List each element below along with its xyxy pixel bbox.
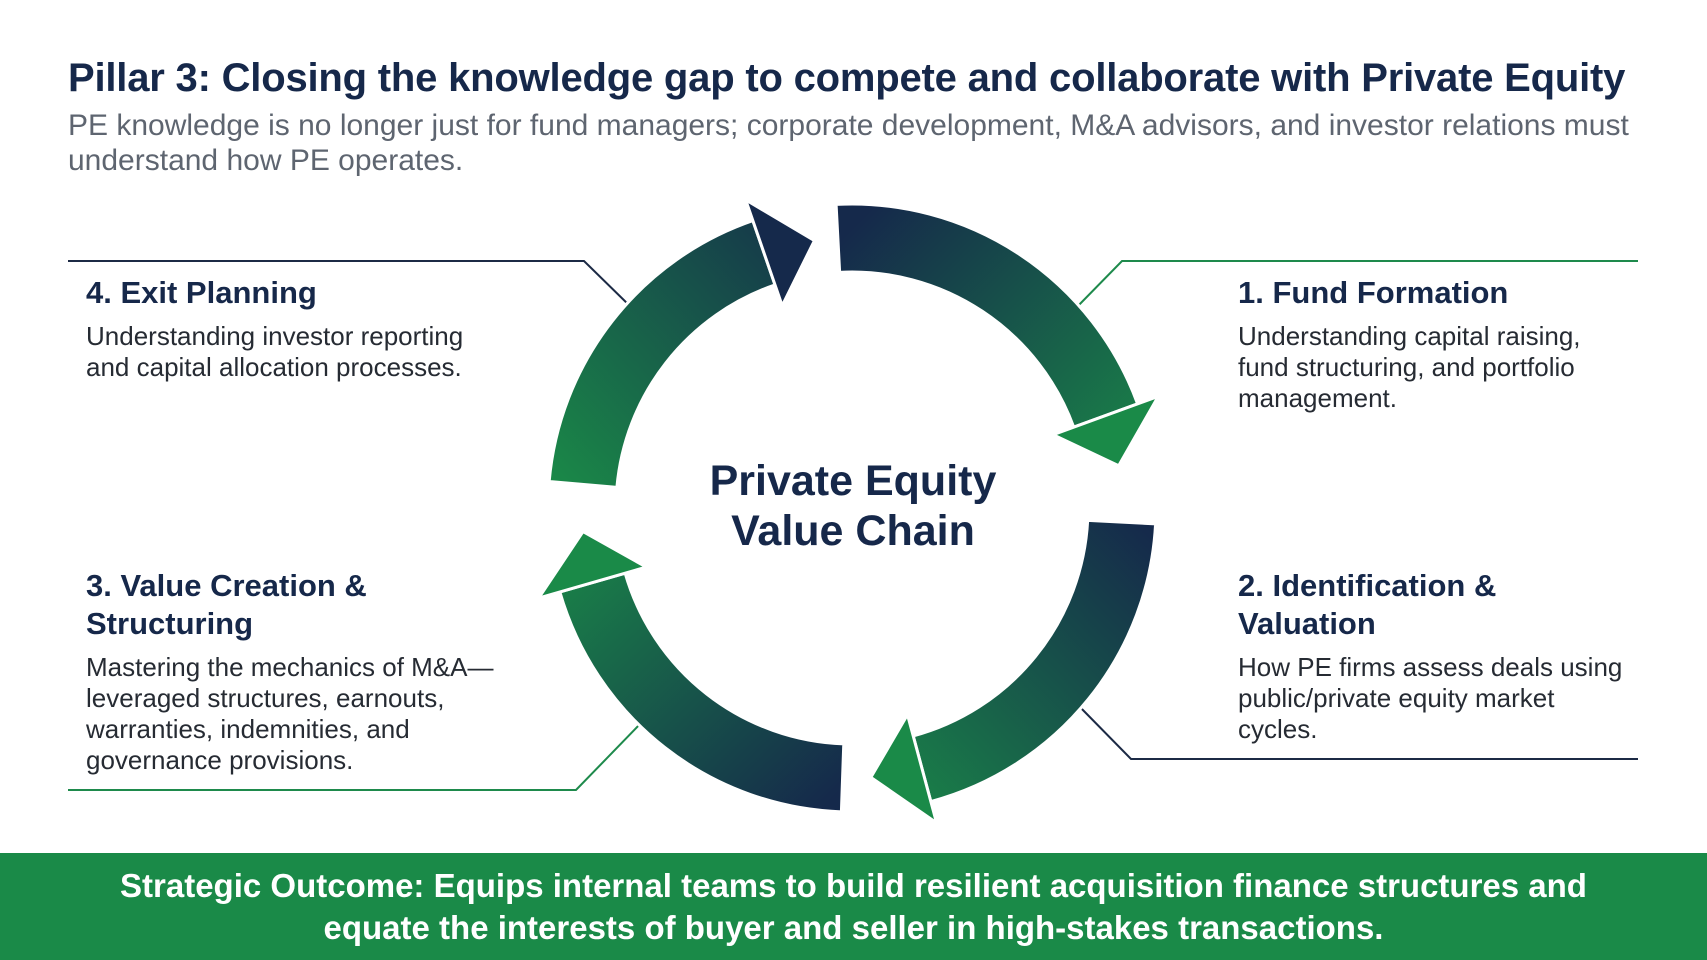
stage-value-creation-description: Mastering the mechanics of M&A—leveraged… (86, 652, 494, 775)
stage-identification-title: 2. Identification & Valuation (1238, 568, 1497, 641)
stage-fund-formation-description: Understanding capital raising, fund stru… (1238, 321, 1581, 413)
cycle-center-label: Private Equity Value Chain (709, 457, 997, 555)
connector-line-fund-formation (1074, 260, 1638, 310)
arc-identification (911, 518, 1158, 804)
strategic-outcome-banner: Strategic Outcome: Equips internal teams… (0, 853, 1707, 960)
arc-value-creation-arrowhead (537, 530, 648, 600)
cycle-arcs (537, 198, 1160, 825)
stage-fund-formation-title: 1. Fund Formation (1238, 275, 1509, 310)
connector-line-exit-planning (68, 260, 634, 310)
connector-line-identification (1076, 703, 1638, 760)
stage-value-creation-title: 3. Value Creation & Structuring (86, 568, 367, 641)
stage-exit-planning-description: Understanding investor reporting and cap… (86, 321, 464, 382)
connector-line-value-creation (68, 720, 644, 791)
arc-exit-planning-arrowhead (744, 198, 816, 308)
arc-identification-arrowhead (869, 713, 939, 825)
arc-value-creation (557, 571, 846, 814)
arc-fund-formation-arrowhead (1051, 394, 1160, 468)
arc-fund-formation (834, 202, 1140, 430)
stage-identification-description: How PE firms assess deals using public/p… (1238, 652, 1623, 744)
page-subtitle: PE knowledge is no longer just for fund … (68, 109, 1629, 177)
strategic-outcome-text: Strategic Outcome: Equips internal teams… (120, 866, 1587, 946)
stage-exit-planning-title: 4. Exit Planning (86, 275, 317, 310)
page-title: Pillar 3: Closing the knowledge gap to c… (68, 56, 1626, 100)
